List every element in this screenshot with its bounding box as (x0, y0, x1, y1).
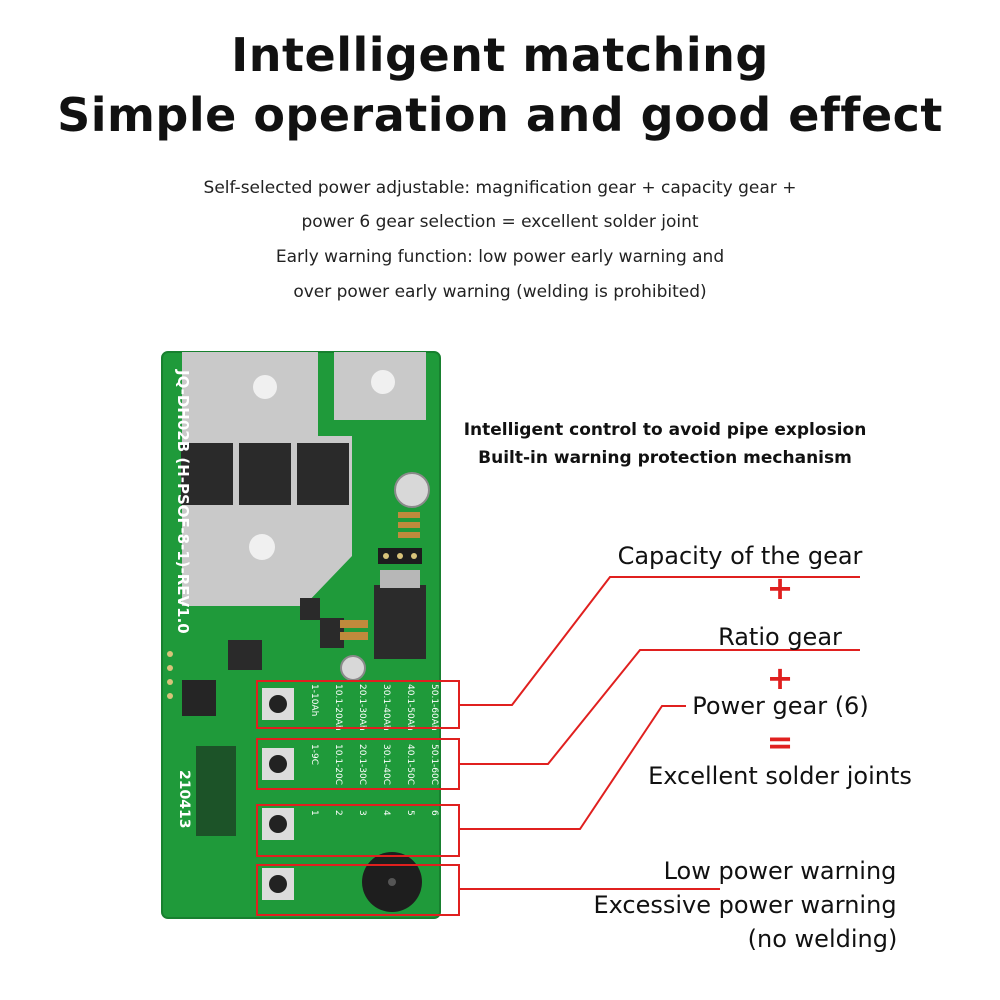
headline-line-2: Simple operation and good effect (57, 88, 943, 142)
plus-sign-2: + (766, 659, 794, 697)
subtitle-line-2: power 6 gear selection = excellent solde… (301, 212, 699, 232)
label-low-power-warning: Low power warning (663, 857, 897, 885)
capacity-button (262, 688, 294, 720)
label-excellent-joints: Excellent solder joints (648, 762, 912, 790)
pcb-row-label: 30.1-40Ah (381, 684, 391, 731)
leader-line-power (459, 705, 686, 830)
ratio-button (262, 748, 294, 780)
pcb-row-label: 5 (405, 810, 415, 816)
label-excessive-power-warning: Excessive power warning (593, 891, 897, 919)
pcb-model-text: JQ-DH02B (H-PSOF-8-1)-REV1.0 (174, 369, 192, 634)
label-no-welding: (no welding) (747, 925, 898, 953)
pcb-row-label: 50.1-60C (429, 744, 439, 785)
pcb-row-label: 2 (333, 810, 343, 816)
mosfet-3 (297, 443, 349, 505)
pcb-row-label: 1-9C (309, 744, 319, 765)
subtitle-line-4: over power early warning (welding is pro… (293, 282, 707, 302)
pcb-date-code: 210413 (176, 770, 192, 828)
ic-chip (182, 680, 216, 716)
label-power-gear: Power gear (6) (692, 692, 869, 720)
pcb-row-label: 20.1-30C (357, 744, 367, 785)
power-button (262, 808, 294, 840)
pcb-row-label: 1 (309, 810, 319, 816)
capacitor-ec2 (340, 655, 366, 681)
mosfet-1 (181, 443, 233, 505)
leader-line-capacity (459, 576, 860, 706)
highlight-power-row (256, 804, 460, 857)
pcb-row-label: 3 (357, 810, 367, 816)
leader-line-ratio (459, 649, 860, 765)
pcb-row-label: 20.1-30Ah (357, 684, 367, 731)
pcb-row-label: 50.1-60Ah (429, 684, 439, 731)
label-capacity-gear: Capacity of the gear (617, 542, 863, 570)
pcb-row-label: 6 (429, 810, 439, 816)
pcb-row-label: 10.1-20C (333, 744, 343, 785)
plus-sign-1: + (766, 569, 794, 607)
pcb-row-label: 10.1-20Ah (333, 684, 343, 731)
pcb-row-label: 1-10Ah (309, 684, 319, 716)
mosfet-2 (239, 443, 291, 505)
voltage-regulator (374, 585, 426, 659)
pcb-row-label: 30.1-40C (381, 744, 391, 785)
equals-sign: = (766, 723, 794, 761)
label-ratio-gear: Ratio gear (718, 623, 842, 651)
pcb-row-label: 40.1-50Ah (405, 684, 415, 731)
subtitle-line-1: Self-selected power adjustable: magnific… (203, 178, 797, 198)
capacitor-ec1 (394, 472, 430, 508)
callout-line-2: Built-in warning protection mechanism (478, 448, 852, 468)
subtitle-line-3: Early warning function: low power early … (275, 247, 725, 267)
callout-line-1: Intelligent control to avoid pipe explos… (463, 420, 867, 440)
warning-button (262, 868, 294, 900)
headline-line-1: Intelligent matching (231, 28, 769, 82)
pcb-row-label: 40.1-50C (405, 744, 415, 785)
pcb-row-label: 4 (381, 810, 391, 816)
